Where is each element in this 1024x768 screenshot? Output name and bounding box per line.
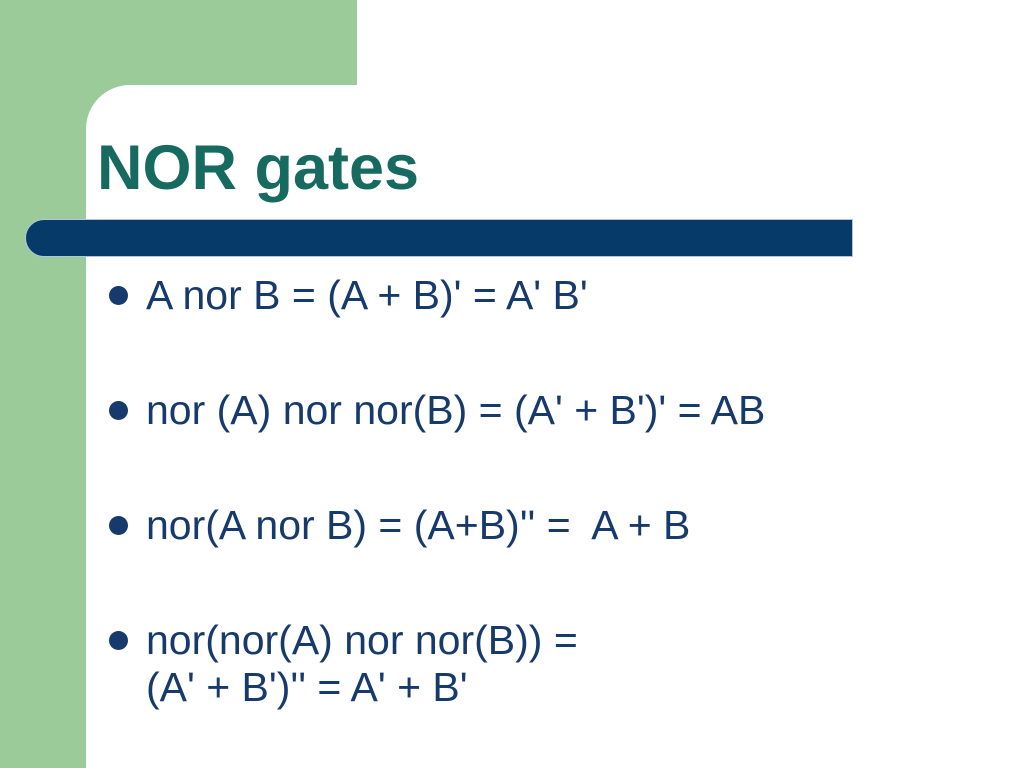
bullet-text: A nor B = (A + B)' = A' B' xyxy=(146,272,588,318)
bullet-list: A nor B = (A + B)' = A' B' nor (A) nor n… xyxy=(109,272,949,711)
content-panel xyxy=(86,85,1024,768)
bullet-item: nor(nor(A) nor nor(B)) = (A' + B')'' = A… xyxy=(109,617,949,711)
slide-title: NOR gates xyxy=(97,133,420,203)
bullet-text: nor(A nor B) = (A+B)'' = A + B xyxy=(146,502,691,548)
bullet-text: nor(nor(A) nor nor(B)) = (A' + B')'' = A… xyxy=(146,617,578,710)
bullet-item: nor (A) nor nor(B) = (A' + B')' = AB xyxy=(109,387,949,434)
bullet-text: nor (A) nor nor(B) = (A' + B')' = AB xyxy=(146,387,766,433)
bullet-dot-icon xyxy=(109,516,128,535)
bullet-item: nor(A nor B) = (A+B)'' = A + B xyxy=(109,502,949,549)
bullet-dot-icon xyxy=(109,401,128,420)
bullet-dot-icon xyxy=(109,631,128,650)
bullet-item: A nor B = (A + B)' = A' B' xyxy=(109,272,949,319)
title-underline-bar xyxy=(25,219,853,257)
bullet-dot-icon xyxy=(109,286,128,305)
